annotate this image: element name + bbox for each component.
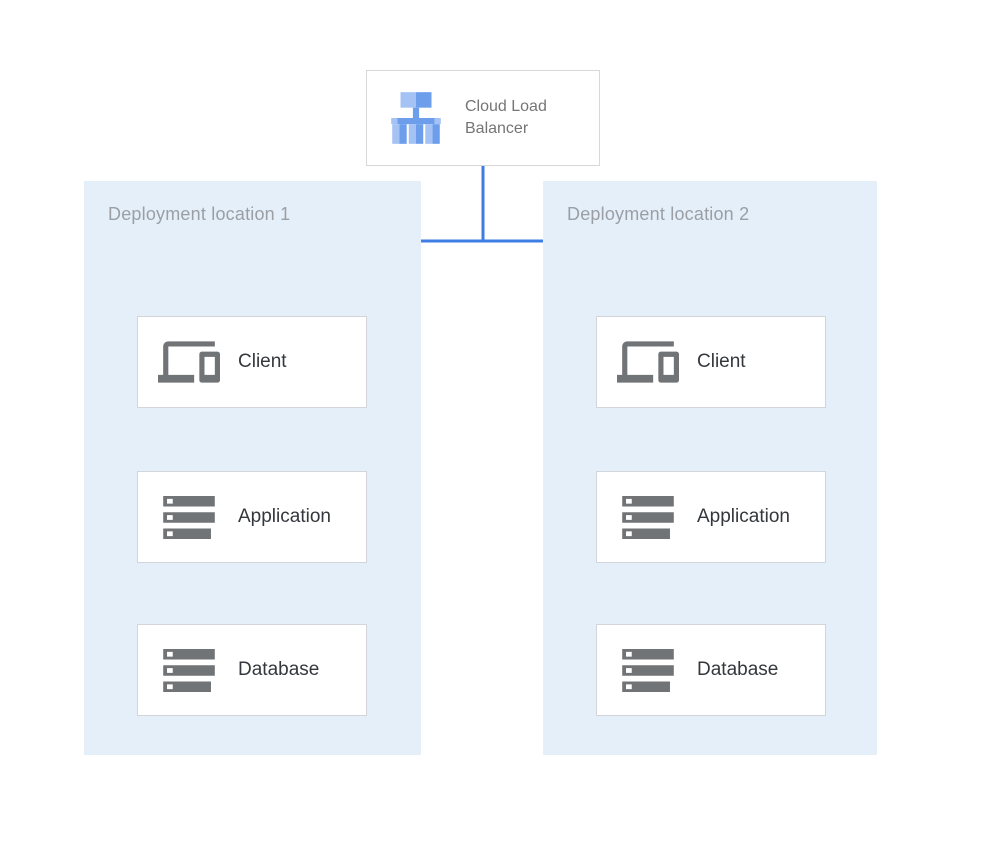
cloud-load-balancer-node: Cloud Load Balancer <box>366 70 600 166</box>
load-balancer-label: Cloud Load Balancer <box>465 98 547 137</box>
node-label: Client <box>238 351 287 372</box>
node-application-2: Application <box>596 471 826 563</box>
node-label: Client <box>697 351 746 372</box>
load-balancer-icon <box>385 89 447 147</box>
region-label: Deployment location 1 <box>108 204 291 224</box>
node-label: Application <box>697 506 790 527</box>
region-label: Deployment location 2 <box>567 204 750 224</box>
node-label: Application <box>238 506 331 527</box>
server-stack-icon <box>158 648 220 692</box>
node-client-1: Client <box>137 316 367 408</box>
server-stack-icon <box>617 648 679 692</box>
devices-icon <box>158 331 220 393</box>
devices-icon <box>617 331 679 393</box>
server-stack-icon <box>617 495 679 539</box>
node-database-2: Database <box>596 624 826 716</box>
node-database-1: Database <box>137 624 367 716</box>
node-client-2: Client <box>596 316 826 408</box>
node-label: Database <box>238 659 320 680</box>
server-stack-icon <box>158 495 220 539</box>
node-application-1: Application <box>137 471 367 563</box>
node-label: Database <box>697 659 779 680</box>
